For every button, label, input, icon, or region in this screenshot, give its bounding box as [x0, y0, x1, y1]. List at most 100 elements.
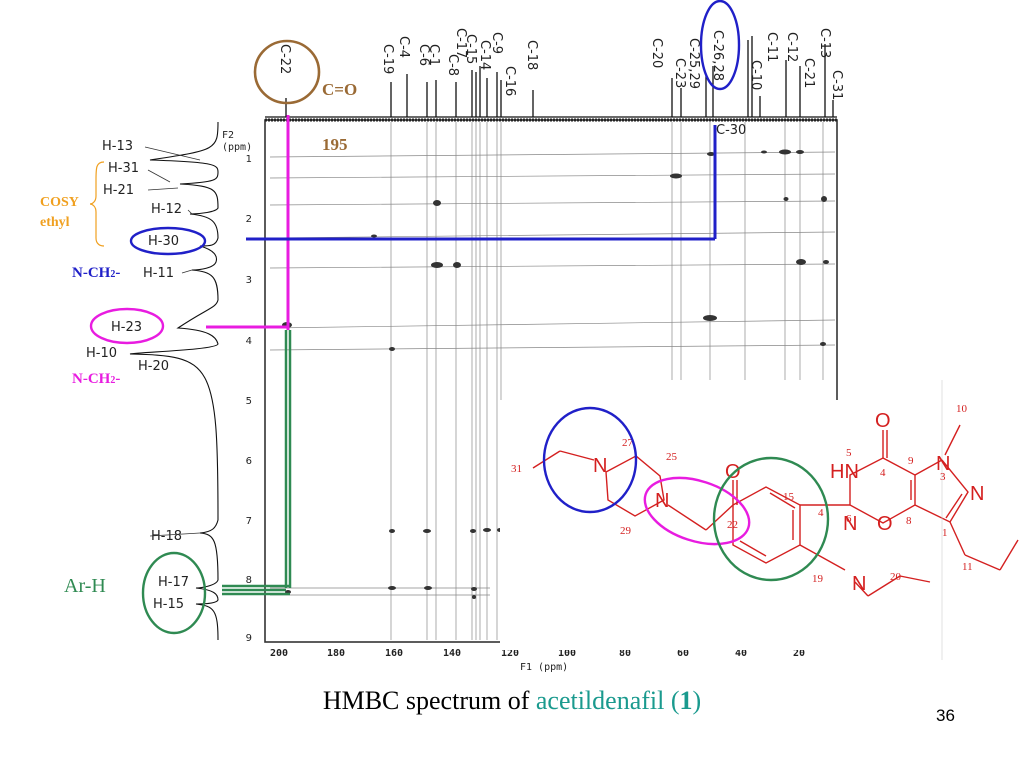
svg-text:F2: F2	[222, 130, 234, 141]
f1-axis-label: F1 (ppm)	[520, 662, 568, 673]
cosy-label: COSY	[40, 195, 79, 210]
carbon-label: C-19	[380, 44, 395, 74]
structure-locant: 31	[511, 463, 522, 475]
caption-number: 1	[679, 686, 693, 715]
f2-tick-label: 7	[246, 516, 252, 527]
f1-tick-label: 140	[443, 648, 461, 659]
proton-leaders	[144, 146, 201, 537]
structure-locant: 10	[956, 403, 968, 415]
carbon-label: C-14	[477, 40, 492, 70]
f1-tick-label: 60	[677, 648, 689, 659]
structure-atom-label: N	[593, 455, 607, 477]
proton-label: H-13	[102, 139, 133, 154]
carbon-label: C-17	[453, 28, 468, 58]
carbon-1d-spectrum	[265, 36, 837, 118]
proton-1d-spectrum	[129, 121, 219, 641]
correlation-lines	[206, 115, 717, 596]
proton-label: H-10	[86, 346, 117, 361]
f2-tick-label: 1	[246, 154, 252, 165]
f1-tick-label: 200	[270, 648, 288, 659]
c22-highlight-oval	[253, 39, 321, 105]
f2-tick-label: 2	[246, 214, 252, 225]
f1-tick-label: 180	[327, 648, 345, 659]
proton-label: H-18	[151, 529, 182, 544]
carbon-label: C-20	[649, 38, 664, 68]
structure-locant: 11	[962, 561, 973, 573]
structure-green-oval	[712, 456, 830, 582]
f1-tick-label: 40	[735, 648, 747, 659]
structure-locant: 22	[727, 519, 738, 531]
h30-highlight-oval	[129, 226, 207, 256]
carbon-label: C-8	[445, 54, 460, 76]
structure-locant: 1	[942, 527, 948, 539]
structure-blue-oval	[542, 406, 638, 514]
f2-tick-label: 3	[246, 275, 252, 286]
carbon-label: C-23	[672, 58, 687, 88]
carbon-label: C-9	[489, 32, 504, 54]
carbon-label: C-1	[426, 44, 441, 66]
carbon-label: C-11	[764, 32, 779, 62]
arh-highlight-oval	[141, 551, 207, 635]
structure-locant: 29	[620, 525, 632, 537]
structure-atom-label: O	[875, 410, 891, 432]
ethyl-label: ethyl	[40, 215, 70, 230]
proton-label: H-30	[148, 234, 179, 249]
structure-locant: 4	[818, 507, 824, 519]
structure-locant: 15	[783, 491, 795, 503]
caption-prefix: HMBC spectrum of	[322, 686, 536, 715]
c26-28-highlight-oval	[699, 0, 741, 91]
structure-atom-label: O	[877, 513, 893, 535]
proton-label: H-17	[158, 575, 189, 590]
f2-tick-label: 8	[246, 575, 252, 586]
proton-labels: H-13H-31H-21H-12H-30H-11H-23H-10H-20H-18…	[86, 139, 189, 612]
cosy-bracket	[89, 161, 105, 247]
caption-compound: acetildenafil	[535, 686, 665, 715]
carbon-label: C-26,28	[710, 30, 725, 81]
cross-peaks	[282, 149, 829, 599]
proton-label: H-11	[143, 266, 174, 281]
slide-caption: HMBC spectrum of acetildenafil (1)	[0, 686, 1024, 716]
carbon-label: C-12	[784, 32, 799, 62]
nch2-blue-label: N-CH2-	[72, 265, 120, 281]
proton-label: H-12	[151, 202, 182, 217]
f1-tick-label: 20	[793, 648, 805, 659]
svg-text:(ppm): (ppm)	[222, 142, 252, 153]
carbon-label: C-21	[801, 58, 816, 88]
carbon-label: C-16	[502, 66, 517, 96]
f2-tick-label: 5	[246, 396, 252, 407]
structure-magenta-oval	[643, 476, 751, 546]
proton-label: H-20	[138, 359, 169, 374]
structure-locant: 27	[622, 437, 634, 449]
structure-atom-label: N	[843, 513, 857, 535]
carbon-label: C-13	[817, 28, 832, 58]
carbonyl-label: C=O	[322, 80, 357, 99]
proton-label: H-21	[103, 183, 134, 198]
carbon-label: C-10	[748, 60, 763, 90]
carbon-label: C-22	[277, 44, 292, 74]
carbon-label: C-25,29	[686, 38, 701, 89]
nch2-magenta-label: N-CH2-	[72, 371, 120, 387]
carbon-label: C-4	[396, 36, 411, 58]
caption-close: )	[692, 686, 702, 715]
structure-locant: 19	[812, 573, 824, 585]
page-number: 36	[936, 706, 955, 725]
h23-highlight-oval	[89, 307, 165, 345]
carbon-label: C-15	[463, 34, 478, 64]
f2-axis-label: F2 (ppm)	[222, 130, 252, 153]
proton-label: H-23	[111, 320, 142, 335]
carbon-label: C-6	[416, 44, 431, 66]
f2-tick-label: 4	[246, 336, 252, 347]
caption-open: (	[664, 686, 680, 715]
structure-locant: 5	[846, 447, 852, 459]
structure-atom-label: N	[970, 483, 984, 505]
carbon-label: C-31	[829, 70, 844, 100]
carbon-label-c30: C-30	[716, 123, 746, 138]
carbonyl-shift-label: 195	[322, 135, 348, 154]
structure-locant: 4	[880, 467, 886, 479]
f1-tick-label: 80	[619, 648, 631, 659]
structure-atom-label: N	[852, 573, 866, 595]
structure-locant: 6	[846, 513, 852, 525]
